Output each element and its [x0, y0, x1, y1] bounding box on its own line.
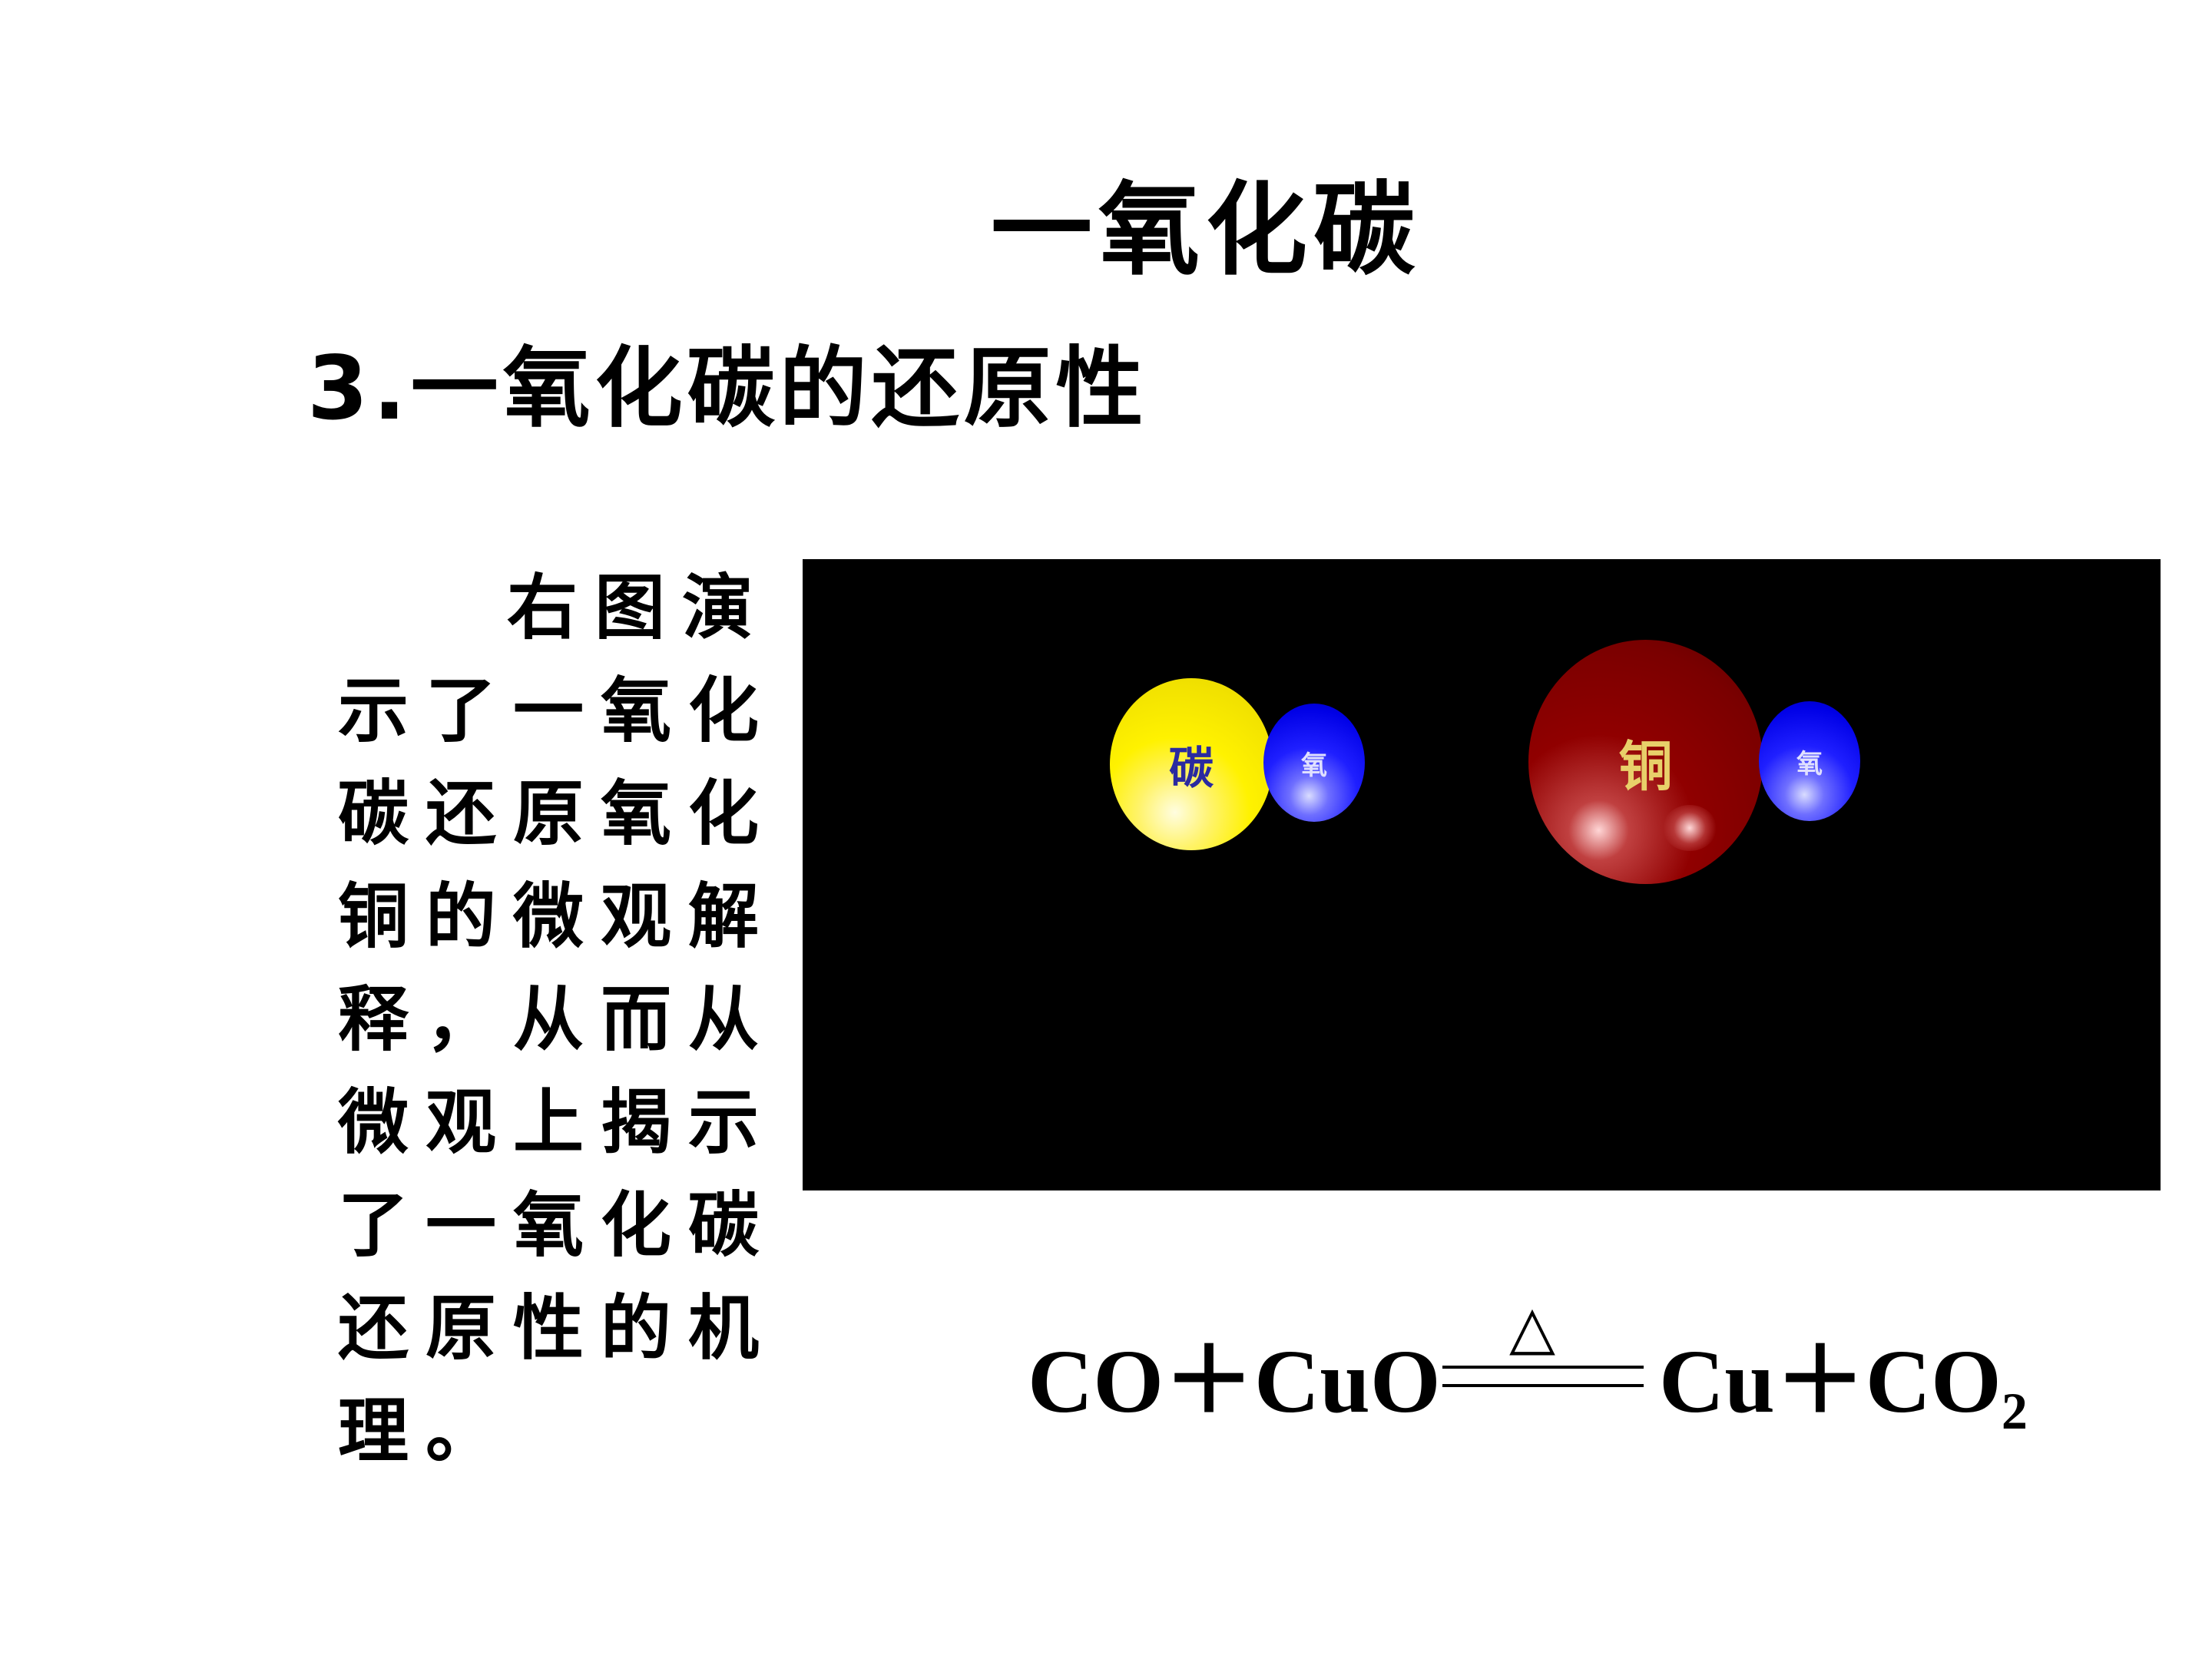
slide-title: 一氧化碳	[991, 171, 1421, 290]
oxygen-atom: 氧	[1263, 704, 1365, 822]
products-subscript: 2	[2001, 1382, 2028, 1440]
section-heading: 3.一氧化碳的还原性	[307, 337, 1148, 439]
carbon-atom: 碳	[1110, 678, 1273, 850]
products-text: Cu＋CO	[1659, 1331, 2002, 1432]
carbon-atom-label: 碳	[1168, 742, 1214, 794]
equation-products: Cu＋CO2	[1659, 1336, 2028, 1440]
copper-atom: 铜	[1528, 640, 1763, 884]
heat-condition: △	[1509, 1293, 1555, 1363]
description-text: 右图演示了一氧化碳还原氧化铜的微观解释，从而从微观上揭示了一氧化碳还原性的机理。	[338, 567, 777, 1472]
copper-atom-label: 铜	[1618, 734, 1673, 798]
molecule-animation[interactable]: 碳 氧 铜 氧	[803, 559, 2161, 1190]
oxygen-atom-label: 氧	[1301, 750, 1327, 781]
oxygen-atom-label: 氧	[1796, 748, 1823, 780]
equals-sign	[1442, 1366, 1644, 1392]
equation-reactants: CO＋CuO	[1028, 1331, 1441, 1432]
oxygen-atom: 氧	[1759, 701, 1860, 821]
